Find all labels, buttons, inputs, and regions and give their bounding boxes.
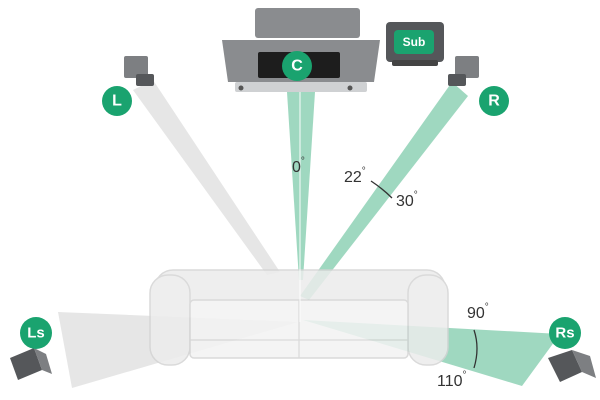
- right-speaker-icon: [448, 56, 479, 86]
- left-surround-badge: Ls: [20, 317, 52, 349]
- front-min-angle-label: 22°: [344, 166, 366, 186]
- right-surround-badge: Rs: [549, 317, 581, 349]
- left-speaker-badge: L: [102, 86, 132, 116]
- sofa-icon: [149, 269, 449, 366]
- right-surround-speaker-icon: [548, 350, 596, 382]
- left-speaker-beam: [133, 80, 280, 275]
- subwoofer-badge: Sub: [394, 30, 434, 54]
- left-speaker-icon: [124, 56, 154, 86]
- front-angle-arc: [370, 180, 393, 199]
- left-surround-label: Ls: [27, 325, 45, 342]
- center-speaker-badge: C: [282, 51, 312, 81]
- left-speaker-label: L: [112, 93, 122, 110]
- right-surround-label: Rs: [555, 325, 574, 342]
- center-speaker-label: C: [291, 58, 303, 75]
- center-angle-label: 0°: [292, 156, 305, 176]
- tv-icon: [222, 8, 380, 92]
- surround-min-angle-label: 90°: [467, 302, 489, 322]
- left-surround-speaker-icon: [10, 348, 52, 380]
- right-speaker-label: R: [488, 93, 500, 110]
- surround-angle-arc: [473, 329, 478, 369]
- front-max-angle-label: 30°: [396, 190, 418, 210]
- surround-max-angle-label: 110°: [437, 370, 467, 390]
- subwoofer-label: Sub: [403, 35, 426, 49]
- center-speaker-beam: [287, 92, 315, 280]
- right-speaker-badge: R: [479, 86, 509, 116]
